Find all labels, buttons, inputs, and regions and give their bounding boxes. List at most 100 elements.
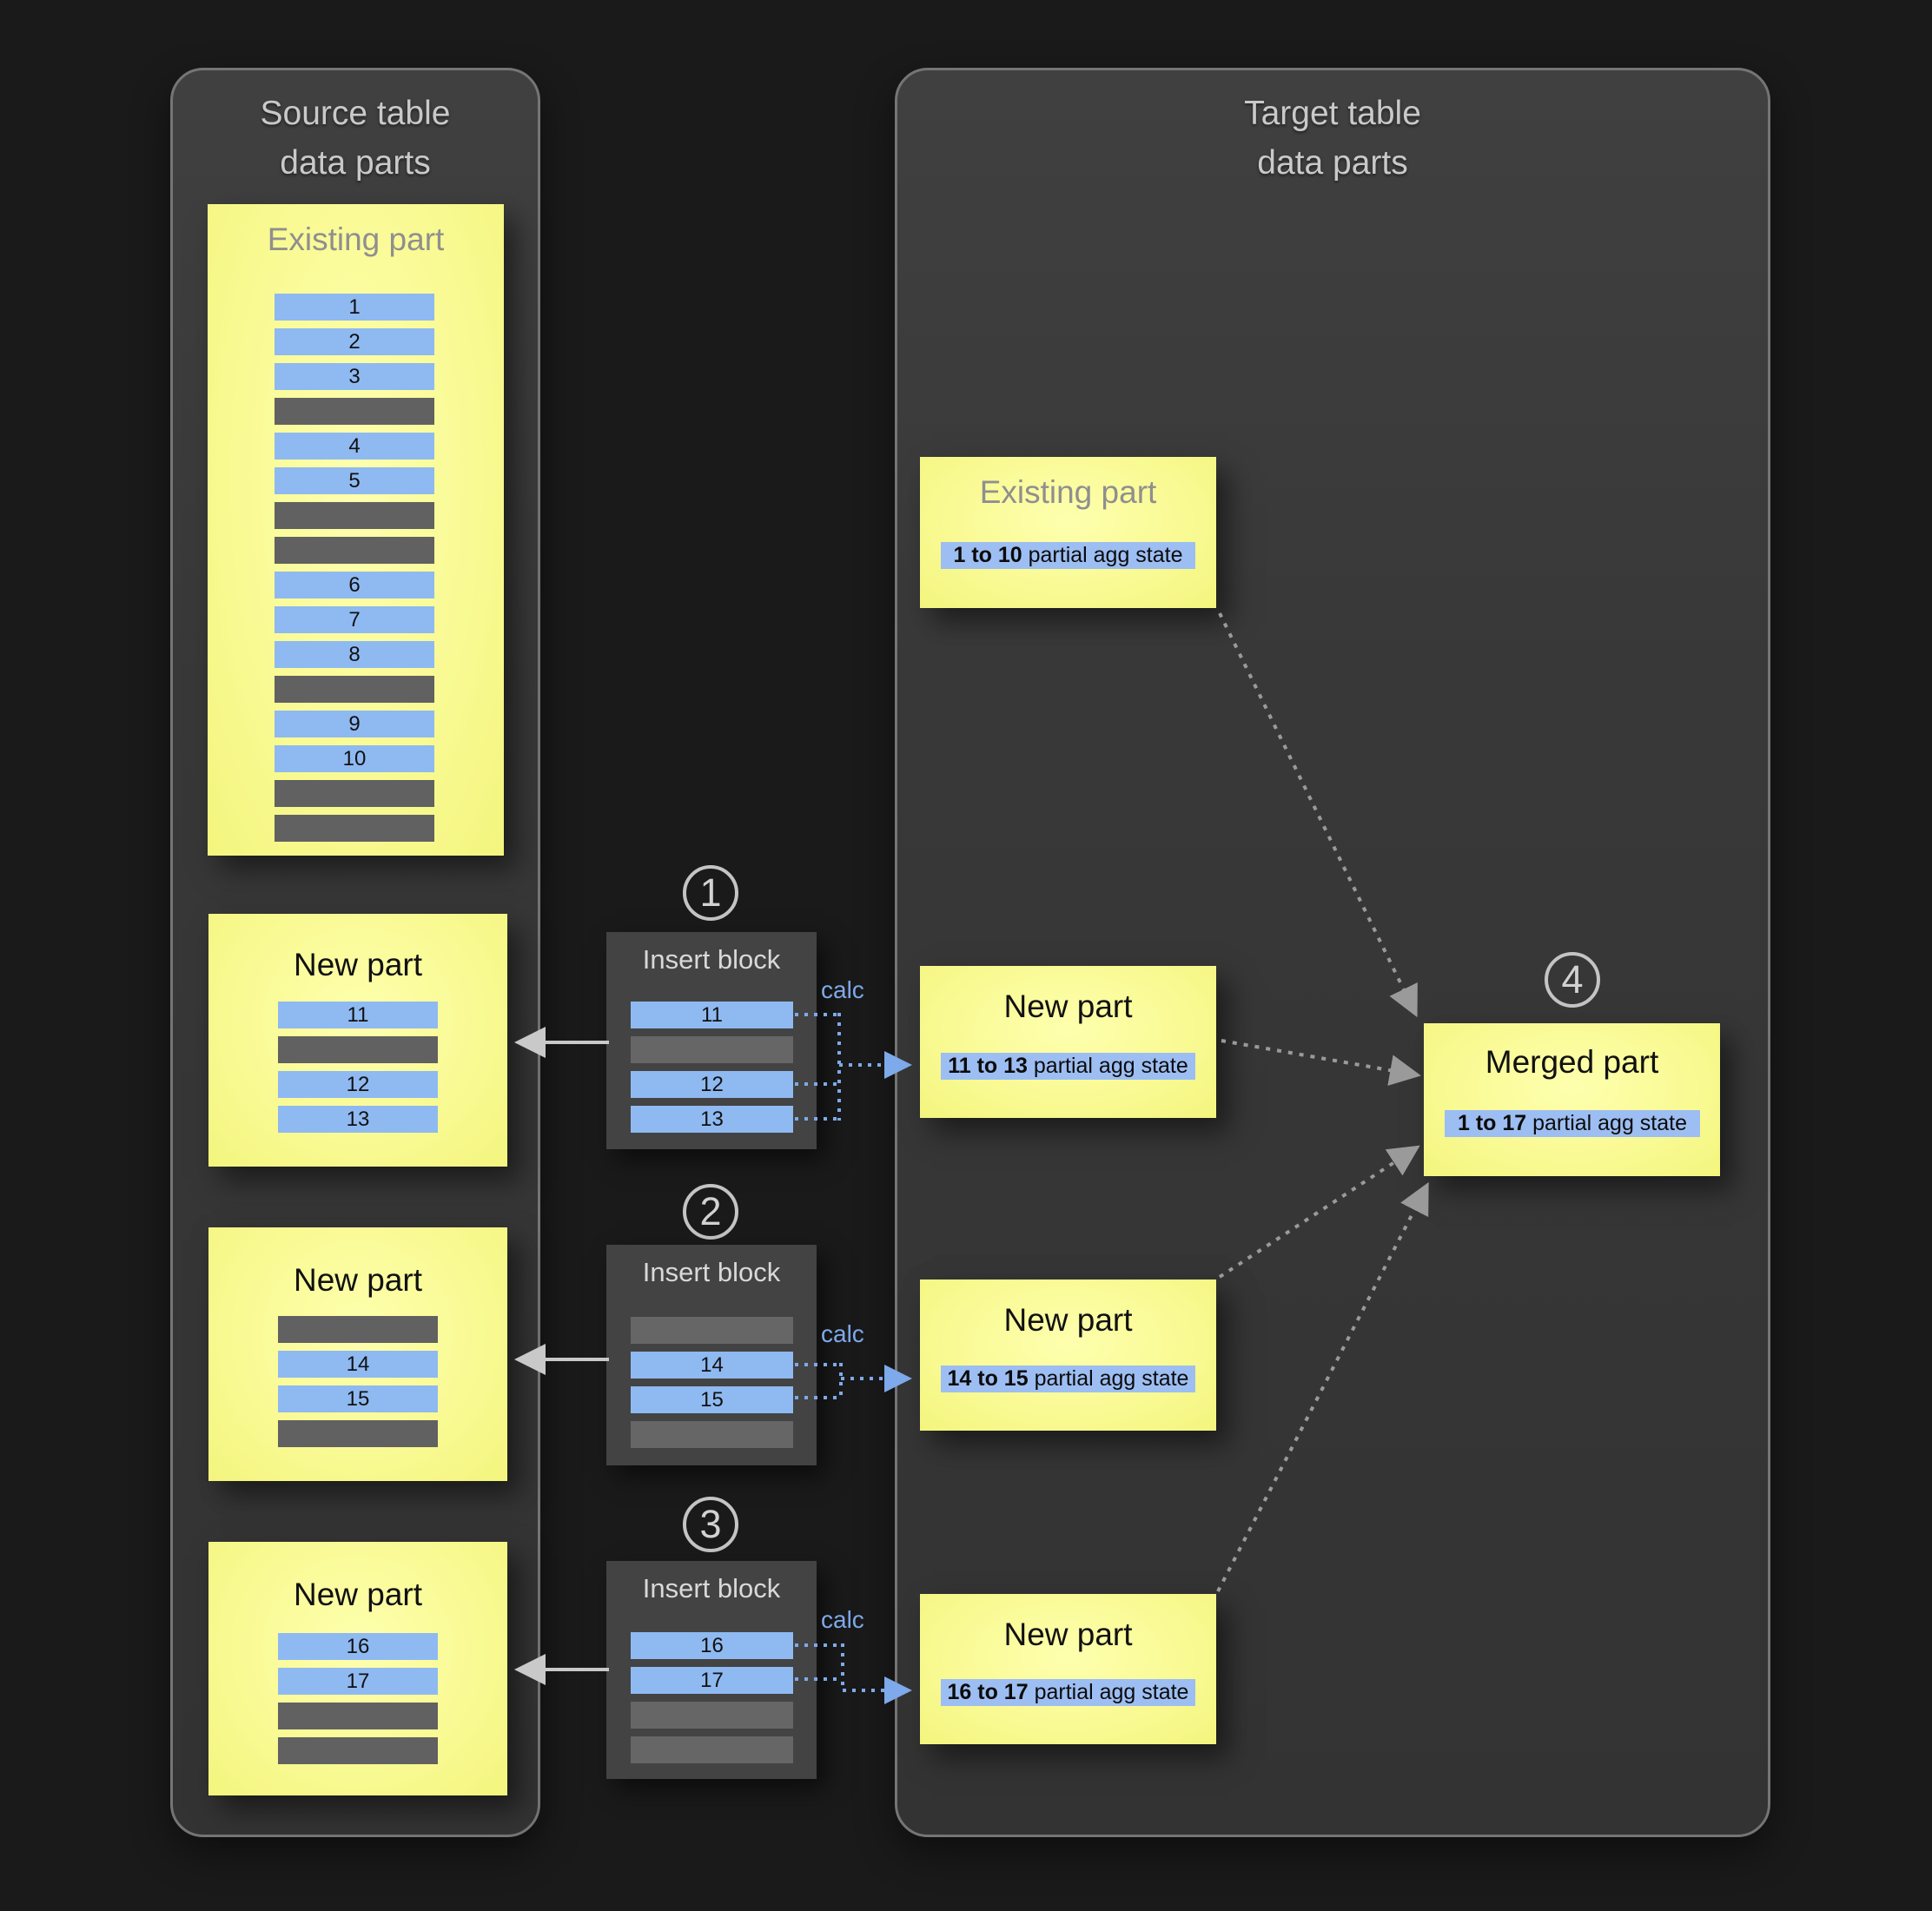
data-row-empty <box>631 1421 793 1448</box>
data-row: 1 <box>275 294 434 321</box>
target-new-part-1: New part 11 to 13 partial agg state <box>920 966 1216 1118</box>
step-4-circle: 4 <box>1545 952 1600 1008</box>
merged-part-title: Merged part <box>1485 1044 1659 1080</box>
data-row: 11 <box>631 1002 793 1028</box>
data-row: 8 <box>275 641 434 668</box>
data-row-empty <box>631 1036 793 1063</box>
agg-range: 14 to 15 <box>947 1366 1029 1391</box>
agg-text: partial agg state <box>1022 543 1183 567</box>
data-row-empty <box>278 1316 438 1343</box>
target-new-part-2: New part 14 to 15 partial agg state <box>920 1280 1216 1431</box>
data-row-empty <box>275 676 434 703</box>
step-2-number: 2 <box>699 1189 722 1233</box>
data-row-empty <box>631 1702 793 1729</box>
source-new-part-1: New part 11 12 13 <box>208 914 507 1167</box>
step-4-number: 4 <box>1561 957 1584 1002</box>
target-new-part-3-title: New part <box>1003 1617 1133 1652</box>
source-new-part-1-title: New part <box>293 947 423 982</box>
step-3-circle: 3 <box>683 1497 738 1552</box>
data-row: 6 <box>275 572 434 598</box>
target-existing-agg-state: 1 to 10 partial agg state <box>941 542 1195 569</box>
data-row: 4 <box>275 433 434 460</box>
insert-block-1-title: Insert block <box>642 944 781 975</box>
data-row: 15 <box>278 1385 438 1412</box>
data-row-empty <box>278 1703 438 1729</box>
calc-label-1: calc <box>821 976 864 1003</box>
agg-range: 1 to 17 <box>1457 1111 1527 1135</box>
data-row-empty <box>278 1036 438 1063</box>
agg-range: 1 to 10 <box>953 543 1022 567</box>
data-row-empty <box>275 780 434 807</box>
agg-text: partial agg state <box>1028 1680 1189 1704</box>
source-new-part-3-title: New part <box>293 1577 423 1612</box>
target-new-part-1-agg-state: 11 to 13 partial agg state <box>941 1053 1195 1080</box>
agg-text: partial agg state <box>1526 1111 1688 1135</box>
data-row: 12 <box>631 1071 793 1098</box>
data-row: 14 <box>631 1352 793 1379</box>
data-row: 17 <box>278 1668 438 1695</box>
data-row-empty <box>631 1736 793 1763</box>
target-panel-title-line2: data parts <box>1257 143 1408 182</box>
merged-part-agg-state: 1 to 17 partial agg state <box>1445 1110 1700 1137</box>
insert-block-2-title: Insert block <box>642 1257 781 1287</box>
data-row: 17 <box>631 1667 793 1694</box>
step-1-circle: 1 <box>683 865 738 921</box>
source-panel-title-line1: Source table <box>260 95 451 132</box>
step-1-number: 1 <box>699 870 722 915</box>
source-new-part-1-rows: 11 12 13 <box>278 1002 438 1133</box>
target-existing-part-title: Existing part <box>979 474 1157 510</box>
source-panel-title: Source table data parts <box>173 89 538 188</box>
data-row-empty <box>278 1737 438 1764</box>
step-2-circle: 2 <box>683 1184 738 1240</box>
data-row: 2 <box>275 328 434 355</box>
data-row-empty <box>275 502 434 529</box>
target-new-part-1-title: New part <box>1003 989 1133 1024</box>
source-existing-part-title: Existing part <box>267 222 445 257</box>
target-new-part-3-agg-state: 16 to 17 partial agg state <box>941 1679 1195 1706</box>
data-row: 5 <box>275 467 434 494</box>
data-row: 9 <box>275 711 434 737</box>
agg-text: partial agg state <box>1027 1054 1188 1078</box>
data-row: 13 <box>278 1106 438 1133</box>
agg-range: 11 to 13 <box>948 1054 1028 1078</box>
step-3-number: 3 <box>699 1502 722 1546</box>
data-row-empty <box>275 398 434 425</box>
agg-range: 16 to 17 <box>947 1680 1029 1704</box>
calc-label-2: calc <box>821 1320 864 1347</box>
data-row-empty <box>278 1420 438 1447</box>
data-row: 11 <box>278 1002 438 1028</box>
data-row-empty <box>631 1317 793 1344</box>
data-row: 16 <box>631 1632 793 1659</box>
target-existing-part: Existing part 1 to 10 partial agg state <box>920 457 1216 608</box>
agg-text: partial agg state <box>1028 1366 1189 1391</box>
source-new-part-2-title: New part <box>293 1262 423 1298</box>
merged-part: Merged part 1 to 17 partial agg state <box>1424 1023 1720 1176</box>
insert-block-1-rows: 11 12 13 <box>631 1002 793 1133</box>
source-panel-title-line2: data parts <box>280 143 431 182</box>
target-new-part-2-agg-state: 14 to 15 partial agg state <box>941 1365 1195 1392</box>
calc-label-3: calc <box>821 1606 864 1633</box>
insert-block-3-title: Insert block <box>642 1573 781 1604</box>
target-panel-title: Target table data parts <box>897 89 1768 188</box>
data-row-empty <box>275 815 434 842</box>
data-row-empty <box>275 537 434 564</box>
target-table-panel: Target table data parts <box>895 68 1770 1837</box>
data-row: 3 <box>275 363 434 390</box>
data-row: 16 <box>278 1633 438 1660</box>
data-row: 15 <box>631 1386 793 1413</box>
insert-block-1: Insert block 11 12 13 <box>606 932 817 1149</box>
data-row: 10 <box>275 745 434 772</box>
data-row: 13 <box>631 1106 793 1133</box>
target-panel-title-line1: Target table <box>1244 95 1421 132</box>
data-row: 12 <box>278 1071 438 1098</box>
